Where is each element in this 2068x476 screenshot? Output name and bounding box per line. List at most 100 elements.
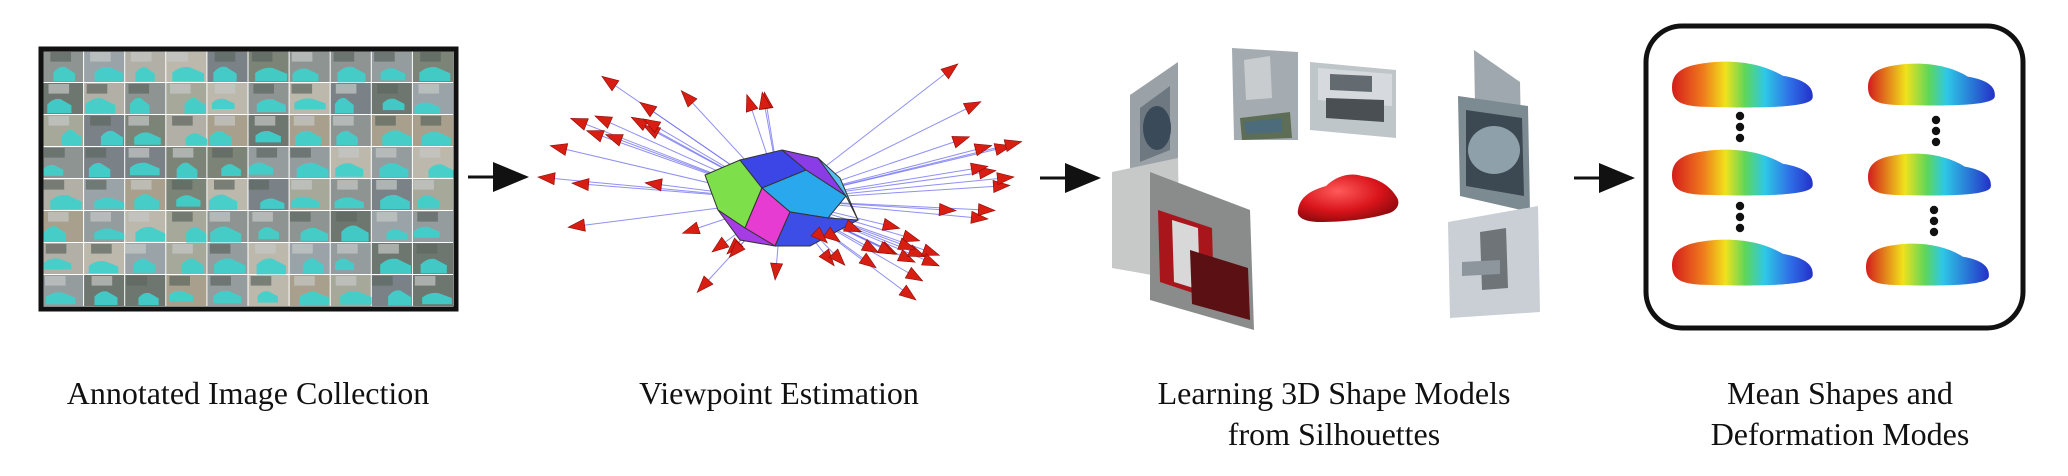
mosaic-background-detail	[90, 116, 111, 126]
mosaic-background-detail	[214, 52, 236, 62]
car-silhouette-annotation	[292, 68, 319, 82]
camera-marker	[828, 248, 846, 266]
ellipsis-dot	[1735, 212, 1745, 222]
mean-shapes-panel	[1643, 23, 2026, 331]
image-collection-mosaic	[43, 51, 454, 306]
mosaic-background-detail	[337, 180, 358, 190]
ellipsis-dot	[1931, 115, 1941, 125]
camera-marker	[970, 162, 989, 176]
camera-marker	[940, 63, 959, 80]
mosaic-background-detail	[85, 180, 107, 190]
mosaic-background-detail	[251, 52, 273, 62]
car-silhouette-annotation	[386, 229, 408, 240]
camera-marker	[973, 143, 993, 157]
mosaic-background-detail	[126, 276, 148, 286]
ellipsis-dot	[1735, 111, 1745, 121]
mean-shape-car	[1672, 61, 1813, 108]
car-silhouette-annotation	[302, 258, 324, 274]
camera-marker	[843, 219, 863, 233]
mosaic-background-detail	[375, 116, 396, 126]
camera-marker	[549, 143, 569, 156]
mosaic-background-detail	[420, 52, 441, 62]
car-silhouette-annotation	[334, 97, 354, 114]
camera-marker	[876, 241, 896, 255]
ellipsis-dot	[1735, 201, 1745, 211]
camera-marker	[644, 178, 663, 192]
mosaic-background-detail	[335, 84, 357, 94]
car-silhouette-annotation	[43, 164, 64, 176]
car-silhouette-annotation	[256, 258, 287, 275]
mosaic-background-detail	[91, 276, 113, 286]
mean-shape-car	[1866, 243, 1989, 286]
viewpoint-estimation-figure	[537, 63, 1023, 301]
mean-shape-car	[1868, 63, 1995, 106]
mosaic-background-detail	[256, 148, 278, 158]
mosaic-background-detail	[43, 180, 65, 190]
mosaic-background-detail	[290, 212, 311, 222]
mosaic-background-detail	[419, 148, 441, 158]
car-silhouette-annotation	[291, 196, 320, 209]
camera-marker	[977, 203, 996, 217]
mosaic-background-detail	[85, 148, 107, 158]
car-silhouette-annotation	[214, 258, 246, 274]
mosaic-background-detail	[291, 180, 312, 190]
mosaic-background-detail	[252, 212, 273, 222]
mosaic-background-detail	[48, 84, 70, 94]
mosaic-background-detail	[248, 180, 270, 190]
caption-mean-shapes-line-1: Mean Shapes and	[1727, 375, 1953, 411]
car-silhouette-annotation	[94, 197, 125, 209]
car-silhouette-annotation	[255, 67, 288, 82]
car-silhouette-annotation	[382, 130, 412, 146]
mosaic-background-detail	[333, 116, 354, 126]
camera-marker	[770, 262, 784, 281]
caption-learning-line-2: from Silhouettes	[1228, 416, 1440, 452]
mosaic-background-detail	[48, 212, 69, 222]
mosaic-background-detail	[378, 244, 399, 254]
mosaic-background-detail	[254, 116, 276, 126]
car-silhouette-annotation	[184, 97, 206, 114]
car-silhouette-annotation	[208, 194, 238, 210]
car-silhouette-annotation	[380, 194, 410, 210]
mean-shape-car	[1868, 153, 1991, 196]
car-silhouette-annotation	[213, 66, 237, 82]
mosaic-background-detail	[374, 52, 395, 62]
camera-marker	[901, 229, 921, 243]
car-silhouette-annotation	[88, 260, 119, 274]
mosaic-background-detail	[214, 180, 235, 190]
car-silhouette-annotation	[413, 226, 440, 238]
car-silhouette-annotation	[185, 133, 208, 146]
mosaic-background-detail	[50, 52, 71, 62]
car-silhouette-annotation	[134, 194, 160, 210]
mean-shape-car	[1672, 239, 1813, 286]
mosaic-background-detail	[171, 180, 193, 190]
mosaic-background-detail	[90, 52, 111, 62]
car-silhouette-annotation	[221, 164, 241, 177]
mosaic-background-detail	[418, 84, 440, 94]
mosaic-background-detail	[172, 116, 193, 126]
car-silhouette-annotation	[382, 98, 405, 111]
camera-marker	[898, 284, 917, 301]
mosaic-background-detail	[376, 212, 398, 222]
car-silhouette-annotation	[176, 162, 198, 179]
mosaic-background-detail	[209, 212, 231, 222]
car-silhouette-annotation	[420, 258, 447, 274]
mosaic-background-detail	[376, 180, 397, 190]
car-silhouette-annotation	[380, 258, 411, 274]
mosaic-background-detail	[128, 116, 149, 126]
learned-car-model	[1297, 174, 1399, 222]
ellipsis-dot	[1735, 122, 1745, 132]
camera-marker	[938, 203, 957, 217]
car-silhouette-annotation	[299, 291, 330, 305]
camera-markers	[537, 63, 1023, 301]
mosaic-background-detail	[416, 244, 438, 254]
mosaic-background-detail	[45, 244, 67, 254]
mosaic-background-detail	[128, 212, 150, 222]
car-silhouette-annotation	[85, 98, 116, 114]
camera-marker	[978, 166, 997, 180]
mosaic-background-detail	[125, 244, 146, 254]
camera-hull	[704, 149, 860, 247]
ellipsis-dot	[1931, 137, 1941, 147]
camera-marker	[639, 101, 658, 118]
car-silhouette-annotation	[44, 226, 66, 242]
car-silhouette-annotation	[186, 226, 207, 243]
